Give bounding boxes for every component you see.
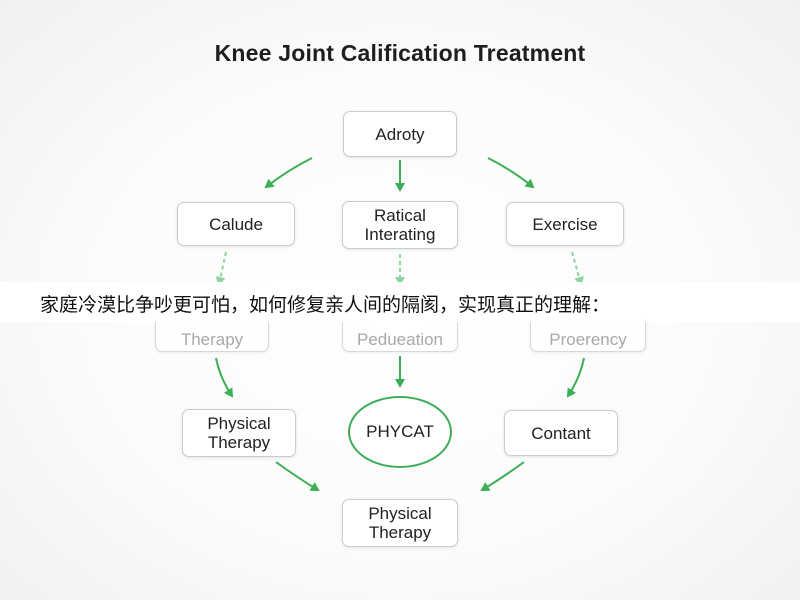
arrow-right-row1-to-row2 bbox=[571, 251, 584, 286]
arrow-top-to-left bbox=[264, 157, 313, 189]
node-row3-right: Contant bbox=[504, 410, 618, 456]
arrow-right-row2-to-row3 bbox=[566, 357, 585, 398]
node-row2-left-label: Therapy bbox=[180, 329, 244, 349]
node-row1-center: Ratical Interating bbox=[342, 201, 458, 249]
node-row2-center-label: Pedueation bbox=[356, 329, 444, 349]
arrow-right-row3-to-bottom bbox=[480, 461, 525, 492]
diagram-title: Knee Joint Calification Treatment bbox=[214, 40, 586, 66]
arrow-left-row1-to-row2 bbox=[215, 251, 227, 286]
caption-overlay-text: 家庭冷漠比争吵更可怕，如何修复亲人间的隔阂，实现真正的理解： bbox=[40, 295, 611, 316]
node-row2-right-label: Proerency bbox=[549, 329, 627, 349]
arrow-top-to-right bbox=[487, 157, 535, 189]
node-bottom: Physical Therapy bbox=[342, 499, 458, 547]
node-row1-left: Calude bbox=[177, 202, 295, 246]
caption-overlay-band bbox=[0, 282, 800, 322]
node-row3-left: Physical Therapy bbox=[182, 409, 296, 457]
arrow-left-row2-to-row3 bbox=[215, 357, 234, 398]
node-row1-right: Exercise bbox=[506, 202, 624, 246]
node-top: Adroty bbox=[343, 111, 457, 157]
arrow-left-row3-to-bottom bbox=[275, 461, 320, 492]
node-row3-center: PHYCAT bbox=[348, 396, 452, 468]
